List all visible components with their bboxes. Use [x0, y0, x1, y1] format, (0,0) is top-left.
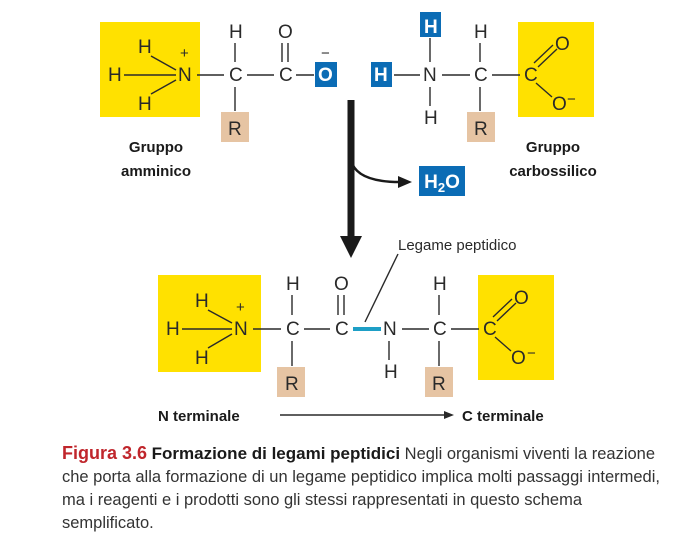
r-group-box — [277, 367, 305, 397]
reaction-diagram: H + H N H H C O C − O R H H N H H C R C … — [100, 12, 597, 425]
atom-h-removed: H — [424, 17, 438, 38]
atom-h: H — [138, 37, 152, 58]
water-highlight — [419, 166, 465, 196]
atom-c-carbonyl: C — [279, 65, 293, 86]
atom-c-carboxyl: C — [483, 319, 497, 340]
r-group-box — [221, 112, 249, 142]
atom-n: N — [178, 65, 192, 86]
reaction-arrow — [340, 100, 412, 258]
charge-minus: − — [527, 345, 536, 362]
atom-o: O — [334, 274, 349, 295]
atom-h: H — [474, 22, 488, 43]
atom-o: O — [514, 288, 529, 309]
atom-h-removed: H — [374, 65, 388, 86]
atom-h: H — [286, 274, 300, 295]
atom-h: H — [195, 291, 209, 312]
r-group-box — [425, 367, 453, 397]
removed-hydrogen-highlight — [371, 62, 392, 87]
atom-h: H — [138, 94, 152, 115]
removed-oxygen-highlight — [315, 62, 337, 87]
atom-r: R — [228, 119, 242, 140]
carboxyl-group-label: carbossilico — [509, 163, 597, 180]
r-group-box — [467, 112, 495, 142]
water-molecule: H2O — [424, 172, 460, 195]
charge-plus: + — [180, 45, 189, 62]
atom-r: R — [432, 374, 446, 395]
peptide-bond-label: Legame peptidico — [398, 237, 516, 254]
dipeptide: H + H N H H C R O C N H H C R C O O − — [166, 274, 536, 395]
amino-group-label: amminico — [121, 163, 191, 180]
charge-plus: + — [236, 299, 245, 316]
charge-minus: − — [567, 91, 576, 108]
bond-line — [496, 302, 517, 322]
bond-line — [207, 333, 233, 349]
reaction-arrow-head — [340, 236, 362, 258]
atom-r: R — [285, 374, 299, 395]
figure-title: Formazione di legami peptidici — [151, 444, 401, 463]
figure-caption: Figura 3.6 Formazione di legami peptidic… — [62, 442, 662, 535]
amino-group-label: Gruppo — [129, 139, 183, 156]
atom-c-alpha: C — [229, 65, 243, 86]
bond-line — [533, 44, 554, 64]
bond-line — [537, 48, 558, 68]
c-terminal-label: C terminale — [462, 408, 544, 425]
bond-line — [494, 336, 512, 352]
atom-c-alpha: C — [433, 319, 447, 340]
atom-c-carboxyl: C — [524, 65, 538, 86]
atom-o: O — [511, 348, 526, 369]
amino-acid-1: H + H N H H C O C − O R — [108, 22, 333, 140]
figure-number: Figura 3.6 — [62, 443, 148, 463]
c-terminal-highlight — [478, 275, 554, 380]
n-terminal-label: N terminale — [158, 408, 240, 425]
atom-o: O — [555, 34, 570, 55]
bond-line — [150, 79, 177, 95]
bond-line — [492, 298, 513, 318]
peptide-bond-leader-line — [364, 253, 399, 323]
atom-h: H — [424, 108, 438, 129]
atom-o: O — [278, 22, 293, 43]
bond-line — [150, 55, 177, 71]
atom-h: H — [195, 348, 209, 369]
carboxyl-group-label: Gruppo — [526, 139, 580, 156]
atom-h: H — [433, 274, 447, 295]
atom-n-amide: N — [383, 319, 397, 340]
caption-text: Negli organismi viventi la reazione che … — [62, 445, 660, 532]
removed-hydrogen-highlight — [420, 12, 441, 37]
atom-c-alpha: C — [286, 319, 300, 340]
carboxyl-group-highlight — [518, 22, 594, 117]
amino-group-highlight — [100, 22, 200, 117]
atom-o: O — [552, 94, 567, 115]
atom-h: H — [229, 22, 243, 43]
n-terminal-highlight — [158, 275, 261, 372]
bond-line — [535, 82, 553, 98]
atom-o-removed: O — [318, 65, 333, 86]
atom-c-carbonyl: C — [335, 319, 349, 340]
atom-c-alpha: C — [474, 65, 488, 86]
atom-h: H — [108, 65, 122, 86]
atom-h: H — [384, 362, 398, 383]
atom-r: R — [474, 119, 488, 140]
atom-n: N — [423, 65, 437, 86]
amino-acid-2: H H N H H C R C O O − — [374, 17, 576, 140]
bond-line — [207, 309, 233, 324]
water-release-arrow — [349, 159, 401, 184]
water-release-arrowhead — [398, 176, 412, 188]
direction-arrow-head — [444, 411, 454, 419]
atom-n: N — [234, 319, 248, 340]
charge-minus: − — [321, 45, 330, 62]
atom-h: H — [166, 319, 180, 340]
